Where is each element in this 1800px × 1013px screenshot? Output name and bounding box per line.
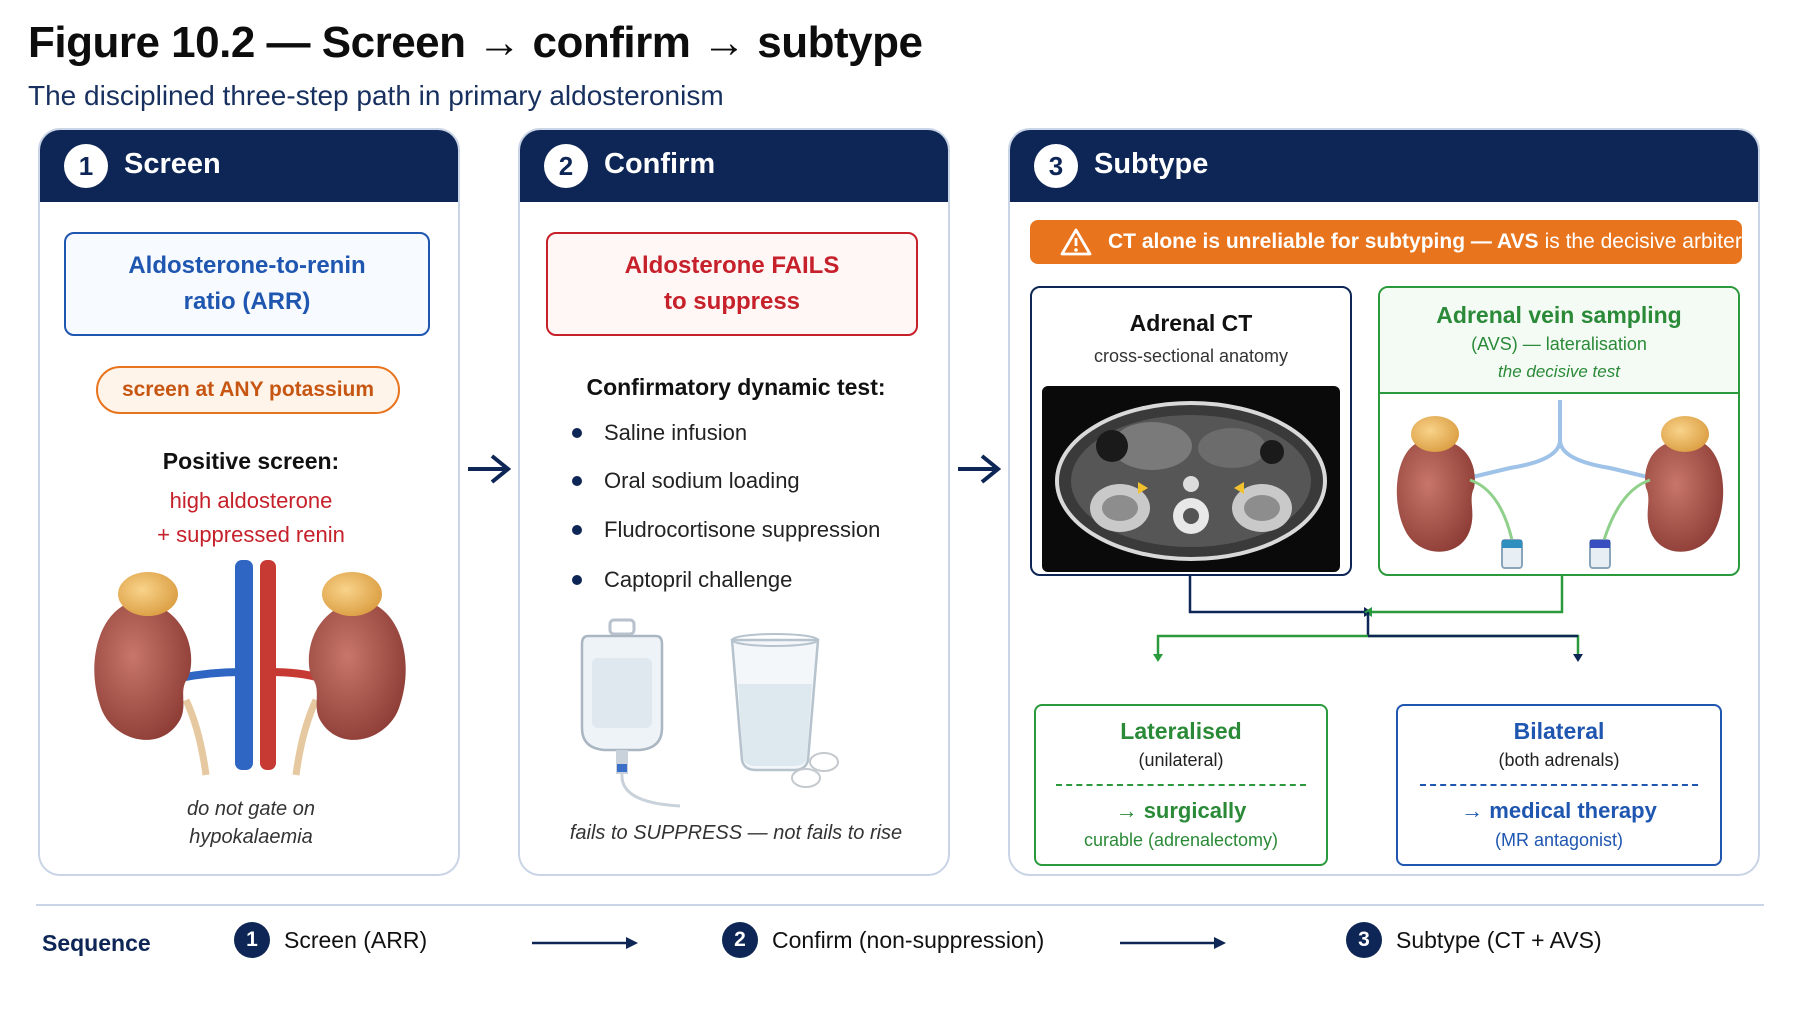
arrow-right-icon [958, 454, 1002, 484]
sequence-label: Sequence [42, 930, 151, 956]
bullet-icon [572, 575, 582, 585]
aorta [260, 560, 276, 770]
sequence-step-2: 2 Confirm (non-suppression) [722, 922, 1044, 958]
avs-header: Adrenal vein sampling (AVS) — lateralisa… [1380, 288, 1738, 394]
step-number-3: 3 [1034, 144, 1078, 188]
test-list-item: Oral sodium loading [572, 468, 800, 494]
kidneys-illustration [94, 560, 406, 776]
confirmatory-test-label: Confirmatory dynamic test: [586, 374, 886, 400]
adrenal-ct-box: Adrenal CT cross-sectional anatomy [1030, 286, 1352, 576]
bullet-icon [572, 525, 582, 535]
positive-screen-line1: high aldosterone [169, 488, 333, 513]
bilateral-title: Bilateral [1513, 718, 1605, 744]
lateralised-title: Lateralised [1120, 718, 1242, 744]
avs-box: Adrenal vein sampling (AVS) — lateralisa… [1378, 286, 1740, 576]
left-kidney [94, 600, 192, 740]
sequence-step-number: 2 [722, 922, 758, 958]
lateralised-box: Lateralised (unilateral) → surgically cu… [1034, 704, 1328, 866]
lateralised-subtitle: (unilateral) [1138, 750, 1224, 770]
test-list-item: Captopril challenge [572, 567, 792, 593]
sequence-step-number: 1 [234, 922, 270, 958]
arr-box: Aldosterone-to-renin ratio (ARR) [64, 232, 430, 336]
confirm-panel: 2 Confirm Aldosterone FAILS to suppress … [518, 128, 950, 876]
right-adrenal-gland [322, 572, 382, 616]
left-kidney [1396, 439, 1475, 552]
avs-subtitle: (AVS) — lateralisation [1471, 334, 1647, 354]
ct-title: Adrenal CT [1129, 310, 1253, 336]
avs-note: the decisive test [1498, 362, 1620, 381]
ct-subtitle: cross-sectional anatomy [1093, 346, 1289, 366]
fails-suppress-box: Aldosterone FAILS to suppress [546, 232, 918, 336]
fails-suppress-line2: to suppress [663, 288, 801, 315]
lateralised-result: → surgically [1115, 798, 1247, 823]
screen-footnote-line1: do not gate on [187, 798, 315, 820]
potassium-pill: screen at ANY potassium [96, 366, 400, 414]
lateralised-detail: curable (adrenalectomy) [1083, 830, 1279, 850]
warning-text-rest: is the decisive arbiter [1544, 230, 1742, 253]
saline-bag-icon [580, 618, 681, 808]
sequence-step-label: Subtype (CT + AVS) [1396, 926, 1602, 953]
warning-icon [1060, 228, 1092, 256]
right-kidney [308, 600, 406, 740]
sequence-step-3: 3 Subtype (CT + AVS) [1346, 922, 1602, 958]
confirm-footnote: fails to SUPPRESS — not fails to rise [569, 822, 903, 844]
bullet-icon [572, 476, 582, 486]
sequence-step-1: 1 Screen (ARR) [234, 922, 427, 958]
subtype-panel-header: 3 Subtype [1010, 130, 1758, 202]
ct-scan-image [1042, 386, 1340, 572]
screen-panel-header: 1 Screen [40, 130, 458, 202]
arr-box-text: Aldosterone-to-renin ratio (ARR) [128, 252, 366, 315]
bilateral-box: Bilateral (both adrenals) → medical ther… [1396, 704, 1722, 866]
figure-subtitle: The disciplined three-step path in prima… [28, 80, 724, 111]
subtype-panel-title: Subtype [1094, 148, 1209, 180]
avs-illustration [1396, 400, 1724, 569]
figure-title: Figure 10.2 — Screen → confirm → subtype [28, 18, 923, 67]
bilateral-subtitle: (both adrenals) [1498, 750, 1620, 770]
potassium-pill-text: screen at ANY potassium [121, 378, 375, 401]
step-number-2: 2 [544, 144, 588, 188]
test-list-item: Fludrocortisone suppression [572, 517, 880, 543]
sequence-step-label: Confirm (non-suppression) [772, 926, 1045, 953]
fails-suppress-line1: Aldosterone FAILS [624, 252, 840, 279]
screen-panel: 1 Screen Aldosterone-to-renin ratio (ARR… [38, 128, 460, 876]
flow-connectors [1153, 576, 1583, 662]
positive-screen-label: Positive screen: [162, 448, 340, 474]
positive-screen-line2: + suppressed renin [157, 522, 345, 547]
subtype-panel: 3 Subtype CT alone is unreliable for sub… [1008, 128, 1760, 876]
confirm-panel-header: 2 Confirm [520, 130, 948, 202]
left-adrenal-gland [1411, 416, 1459, 452]
vena-cava [235, 560, 253, 770]
warning-text-bold: CT alone is unreliable for subtyping — A… [1108, 230, 1539, 253]
screen-footnote-line2: hypokalaemia [189, 826, 313, 848]
bullet-icon [572, 428, 582, 438]
right-kidney [1645, 439, 1724, 552]
bilateral-result: → medical therapy [1461, 798, 1657, 823]
bilateral-detail: (MR antagonist) [1494, 830, 1624, 850]
confirm-panel-title: Confirm [604, 148, 716, 180]
sequence-step-label: Screen (ARR) [284, 926, 428, 953]
arrow-right-icon [1120, 937, 1226, 949]
test-oral-sodium: Oral sodium loading [604, 468, 800, 493]
test-list-item: Saline infusion [572, 420, 747, 446]
confirmatory-test-list: Saline infusion Oral sodium loading Flud… [572, 420, 932, 620]
arrow-right-icon [468, 454, 512, 484]
warning-banner: CT alone is unreliable for subtyping — A… [1030, 220, 1742, 264]
test-captopril: Captopril challenge [604, 567, 793, 592]
sequence-divider [36, 904, 1764, 906]
arrow-right-icon [532, 937, 638, 949]
step-number-1: 1 [64, 144, 108, 188]
screen-panel-title: Screen [124, 148, 221, 180]
water-glass-icon [730, 633, 839, 788]
right-adrenal-gland [1661, 416, 1709, 452]
left-adrenal-gland [118, 572, 178, 616]
test-fludrocortisone: Fludrocortisone suppression [604, 517, 881, 542]
sequence-step-number: 3 [1346, 922, 1382, 958]
avs-title: Adrenal vein sampling [1436, 302, 1682, 328]
divider [1420, 784, 1698, 786]
test-saline: Saline infusion [604, 420, 748, 445]
divider [1056, 784, 1306, 786]
